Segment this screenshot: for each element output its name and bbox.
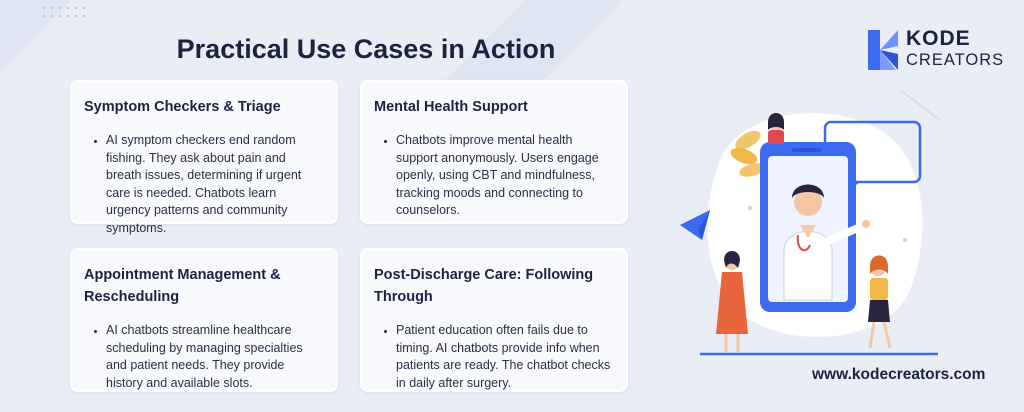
card-text: AI symptom checkers end random fishing. … — [106, 132, 324, 237]
doctor-phone-illustration — [680, 90, 940, 356]
card-heading: Post-Discharge Care: Following Through — [374, 267, 594, 305]
brand-logo: KODE CREATORS — [868, 28, 1008, 72]
card-text: Chatbots improve mental health support a… — [396, 132, 614, 220]
card-text: AI chatbots streamline healthcare schedu… — [106, 322, 324, 392]
page-title: Practical Use Cases in Action — [176, 34, 556, 64]
card-heading: Symptom Checkers & Triage — [84, 99, 281, 115]
background-dots — [40, 4, 90, 20]
kode-logo-icon — [868, 30, 898, 70]
card-post-discharge: Post-Discharge Care: Following Through P… — [360, 248, 628, 392]
brand-name-line1: KODE — [906, 27, 971, 50]
brand-name-line2: CREATORS — [906, 51, 1005, 69]
card-appointment-management: Appointment Management & Rescheduling AI… — [70, 248, 338, 392]
website-url: www.kodecreators.com — [812, 366, 986, 383]
card-heading: Mental Health Support — [374, 99, 528, 115]
plant-icon — [730, 130, 765, 177]
card-mental-health: Mental Health Support Chatbots improve m… — [360, 80, 628, 224]
card-heading: Appointment Management & Rescheduling — [84, 267, 281, 305]
card-symptom-checkers: Symptom Checkers & Triage AI symptom che… — [70, 80, 338, 235]
card-text: Patient education often fails due to tim… — [396, 322, 614, 392]
